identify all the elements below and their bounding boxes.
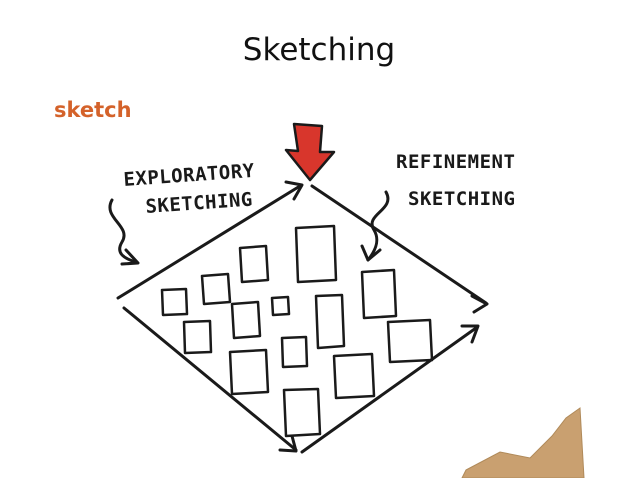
curly-arrow-right: [366, 190, 390, 262]
thumbnail-sketch: [200, 272, 232, 306]
arrowhead-top: [284, 180, 304, 201]
right-label-line-1: REFINEMENT: [396, 151, 515, 173]
red-marker-arrow: [284, 122, 336, 182]
arrowhead-right-upper: [470, 294, 489, 314]
curly-arrow-right-head: [360, 244, 382, 262]
thumbnail-sketch: [314, 293, 346, 350]
thumbnail-sketch: [280, 335, 309, 369]
thumbnail-sketch: [282, 387, 322, 438]
thumbnail-sketch: [160, 287, 189, 317]
thumbnail-sketch: [294, 224, 338, 284]
curly-arrow-left-head: [120, 248, 140, 266]
diamond-edge-bottom-left: [122, 306, 298, 452]
thumbnail-sketch: [386, 318, 434, 364]
source-label: sketch: [54, 98, 132, 122]
thumbnail-sketch: [228, 348, 270, 396]
thumbnail-sketch: [270, 295, 291, 317]
thumbnail-sketch: [360, 268, 398, 320]
diamond-edge-bottom-right: [300, 326, 478, 454]
diamond-edge-top-left: [116, 184, 302, 300]
left-label-line-1: EXPLORATORY: [123, 160, 256, 191]
curly-arrow-left: [108, 198, 138, 264]
arrowhead-bottom: [278, 434, 298, 453]
thumbnail-sketch: [332, 352, 376, 400]
left-label-line-2: SKETCHING: [145, 189, 254, 218]
right-label-line-2: SKETCHING: [408, 188, 515, 210]
thumbnail-sketch: [182, 319, 213, 355]
slide-title: Sketching: [242, 32, 396, 68]
thumbnail-sketch: [230, 300, 262, 340]
diamond-edge-top-right: [310, 184, 488, 305]
torn-paper-corner: [461, 407, 585, 478]
arrowhead-right-lower: [460, 324, 480, 344]
thumbnail-sketch: [238, 244, 270, 284]
